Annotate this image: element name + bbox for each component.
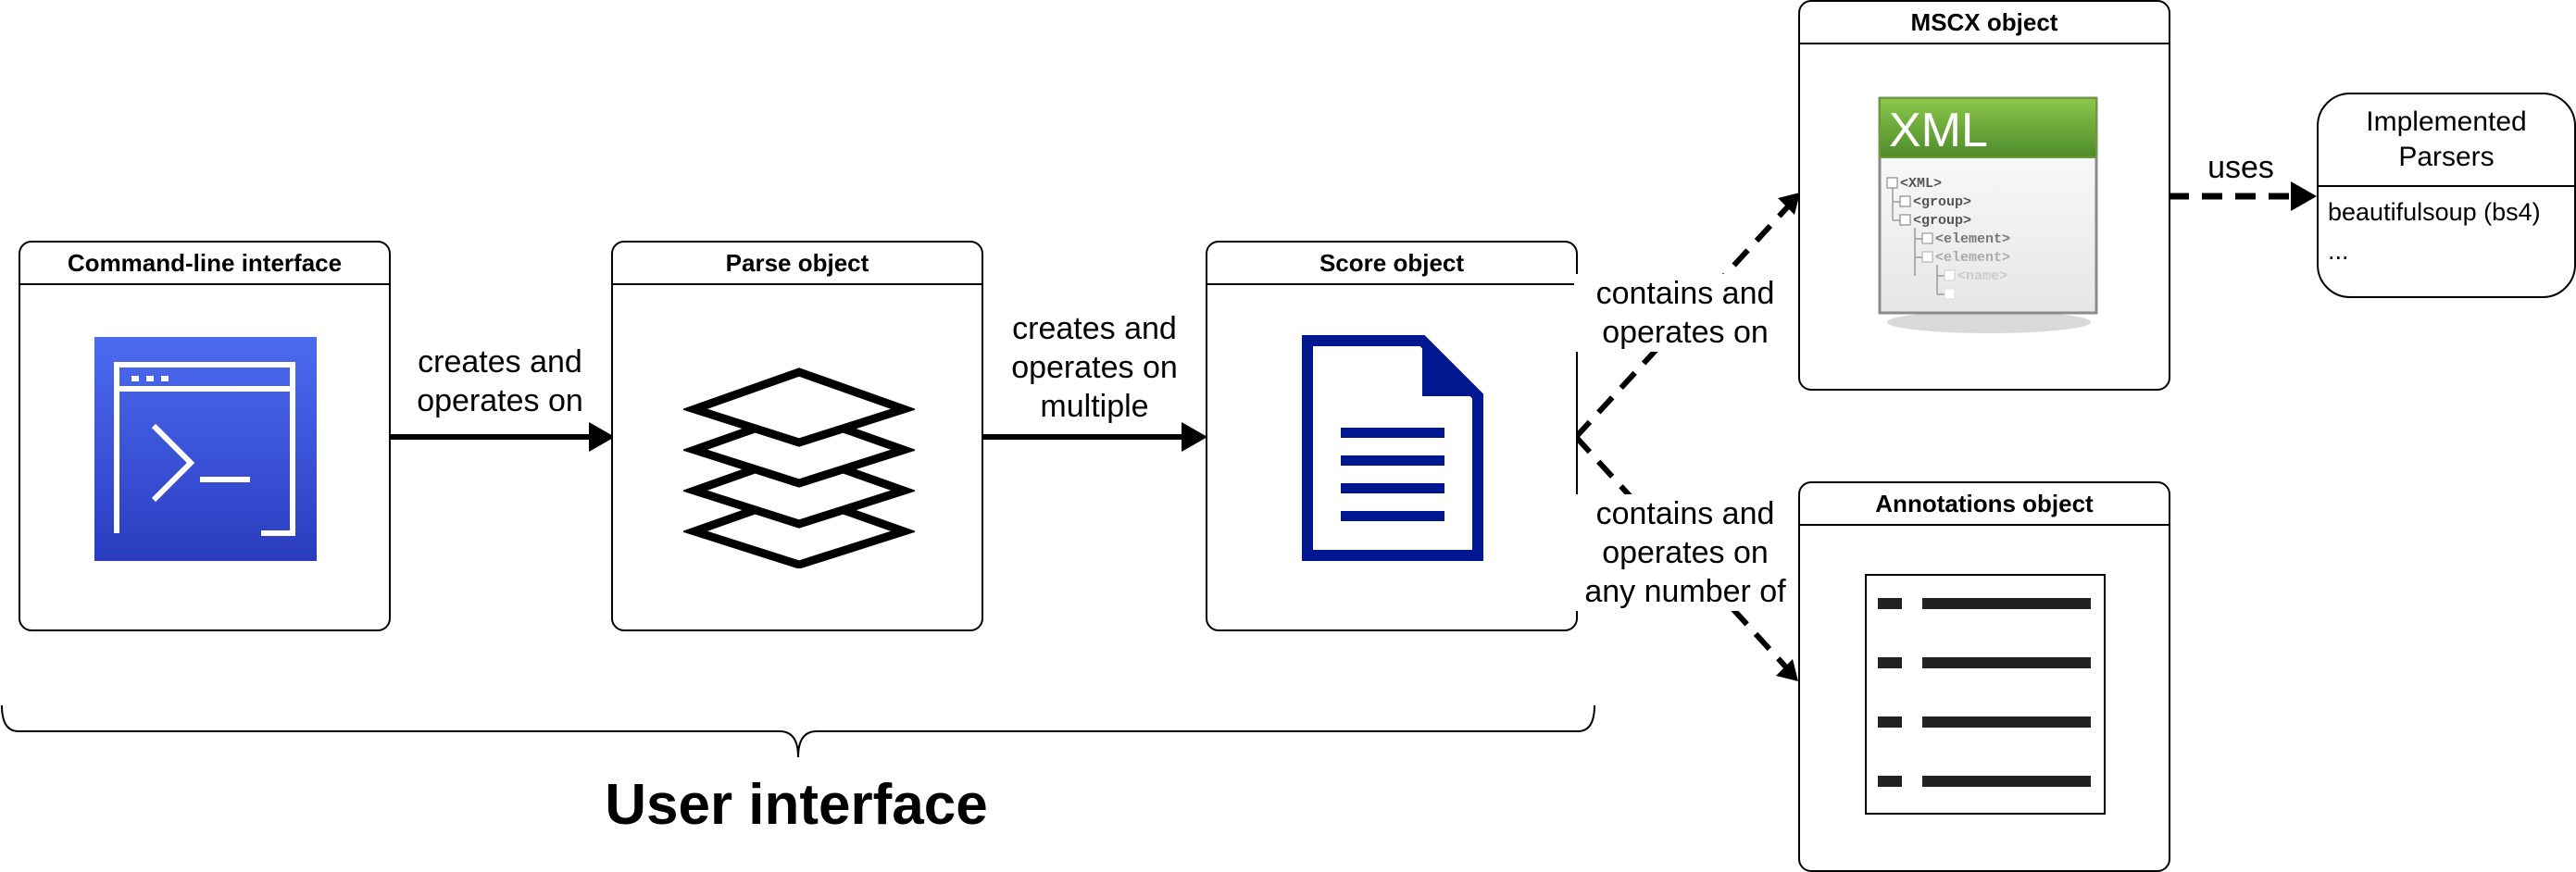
parsers-title: Implemented Parsers bbox=[2319, 94, 2574, 187]
xml-tree-line-6: <name> bbox=[1957, 268, 2007, 284]
edge-label-cli-parse-line-1: creates and bbox=[418, 344, 582, 380]
edge-label-score-mscx: contains and operates on bbox=[1574, 274, 1796, 352]
user-interface-label: User interface bbox=[605, 773, 988, 837]
cli-node[interactable]: Command-line interface bbox=[19, 241, 391, 631]
edge-label-score-annotations-line-2: operates on bbox=[1602, 535, 1769, 570]
edge-score-to-mscx bbox=[1573, 193, 1800, 440]
score-title: Score object bbox=[1207, 243, 1576, 285]
layers-icon bbox=[683, 367, 915, 568]
xml-tree-line-2: <group> bbox=[1913, 194, 1971, 210]
edge-label-score-annotations-line-3: any number of bbox=[1584, 574, 1786, 609]
xml-tree-line-3: <group> bbox=[1913, 213, 1971, 229]
edge-label-score-mscx-line-2: operates on bbox=[1602, 315, 1769, 350]
xml-tree-line-5: <element> bbox=[1935, 250, 2010, 266]
mscx-node[interactable]: MSCX object XML bbox=[1798, 0, 2170, 391]
edge-label-cli-parse: creates and operates on bbox=[389, 343, 611, 420]
cli-title: Command-line interface bbox=[20, 243, 389, 285]
xml-tree-line-4: <element> bbox=[1935, 231, 2010, 247]
edge-label-mscx-parsers: uses bbox=[2176, 148, 2306, 187]
parsers-title-line-1: Implemented bbox=[2366, 106, 2527, 137]
score-node[interactable]: Score object bbox=[1206, 241, 1578, 631]
edge-label-score-annotations: contains and operates on any number of bbox=[1574, 494, 1796, 611]
edge-score-to-annotations bbox=[1573, 434, 1798, 681]
edge-label-parse-score: creates and operates on multiple bbox=[983, 309, 1206, 426]
edge-cli-to-parse bbox=[389, 422, 615, 452]
document-icon bbox=[1302, 335, 1483, 561]
edge-label-parse-score-line-3: multiple bbox=[1040, 389, 1149, 424]
parsers-title-line-2: Parsers bbox=[2398, 142, 2495, 172]
mscx-title: MSCX object bbox=[1800, 2, 2169, 44]
edge-label-parse-score-line-1: creates and bbox=[1012, 311, 1177, 346]
edge-label-score-mscx-line-1: contains and bbox=[1595, 276, 1775, 311]
xml-badge-text: XML bbox=[1889, 104, 1988, 157]
annotations-title: Annotations object bbox=[1800, 483, 2169, 526]
parse-title: Parse object bbox=[613, 243, 982, 285]
parsers-node[interactable]: Implemented Parsers beautifulsoup (bs4) … bbox=[2317, 93, 2576, 298]
list-icon bbox=[1865, 574, 2106, 815]
edge-mscx-to-parsers bbox=[2169, 181, 2317, 211]
xml-tree-line-1: <XML> bbox=[1900, 176, 1942, 192]
edge-label-cli-parse-line-2: operates on bbox=[417, 383, 583, 418]
xml-file-icon: XML <XML> <group> <group> <ele bbox=[1878, 96, 2098, 333]
edge-label-mscx-parsers-line-1: uses bbox=[2207, 150, 2274, 185]
user-interface-brace bbox=[1, 704, 1595, 758]
edge-parse-to-score bbox=[983, 422, 1207, 452]
terminal-icon bbox=[94, 337, 317, 561]
parse-node[interactable]: Parse object bbox=[611, 241, 983, 631]
parser-item: beautifulsoup (bs4) bbox=[2328, 198, 2541, 226]
edge-label-parse-score-line-2: operates on bbox=[1011, 350, 1178, 385]
parser-item: ... bbox=[2328, 237, 2349, 265]
edge-label-score-annotations-line-1: contains and bbox=[1595, 496, 1775, 531]
annotations-node[interactable]: Annotations object bbox=[1798, 481, 2170, 872]
